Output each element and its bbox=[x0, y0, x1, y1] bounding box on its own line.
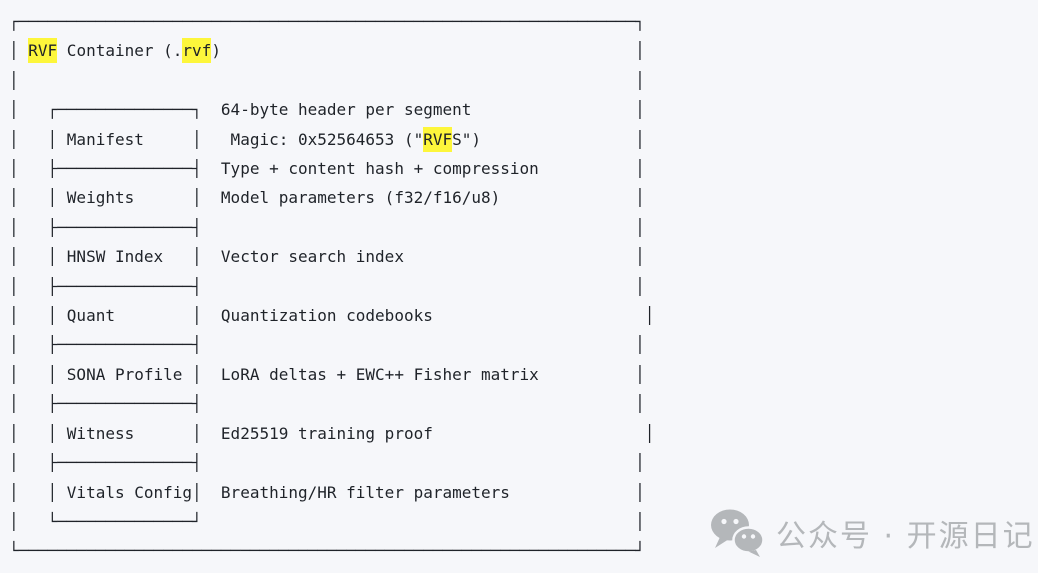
diagram-line: │ │ Vitals Config│ Breathing/HR filter p… bbox=[9, 482, 645, 502]
diagram-line: │ ├──────────────┤ │ bbox=[9, 276, 645, 296]
diagram-line: │ ├──────────────┤ Type + content hash +… bbox=[9, 159, 645, 179]
highlight: RVF bbox=[423, 126, 453, 152]
diagram-line: ┌───────────────────────────────────────… bbox=[9, 12, 645, 31]
diagram-line: │ └──────────────┘ │ bbox=[9, 511, 645, 531]
ascii-diagram: ┌───────────────────────────────────────… bbox=[9, 7, 654, 566]
diagram-line: │ ├──────────────┤ │ bbox=[9, 335, 645, 355]
diagram-line: │ │ Manifest │ Magic: 0x52564653 ("RVFS"… bbox=[9, 125, 654, 154]
watermark: 公众号 · 开源日记 bbox=[710, 502, 1035, 564]
diagram-line: └───────────────────────────────────────… bbox=[9, 541, 645, 561]
diagram-line: │ │ Quant │ Quantization codebooks │ bbox=[9, 306, 655, 326]
diagram-line: │ ┌──────────────┐ 64-byte header per se… bbox=[9, 100, 645, 120]
diagram-line: │ ├──────────────┤ │ bbox=[9, 453, 645, 473]
diagram-line: │ │ bbox=[9, 70, 645, 90]
highlight: RVF bbox=[28, 38, 58, 64]
watermark-label: 公众号 · 开源日记 bbox=[776, 519, 1035, 554]
diagram-line: │ RVF Container (.rvf) │ bbox=[9, 36, 654, 65]
diagram-line: │ ├──────────────┤ │ bbox=[9, 217, 645, 237]
wechat-icon bbox=[711, 509, 764, 557]
diagram-line: │ ├──────────────┤ │ bbox=[9, 394, 645, 414]
diagram-line: │ │ HNSW Index │ Vector search index │ bbox=[9, 247, 645, 267]
diagram-line: │ │ SONA Profile │ LoRA deltas + EWC++ F… bbox=[9, 364, 645, 384]
highlight: rvf bbox=[182, 38, 212, 64]
diagram-line: │ │ Weights │ Model parameters (f32/f16/… bbox=[9, 188, 645, 208]
diagram-line: │ │ Witness │ Ed25519 training proof │ bbox=[9, 423, 655, 443]
